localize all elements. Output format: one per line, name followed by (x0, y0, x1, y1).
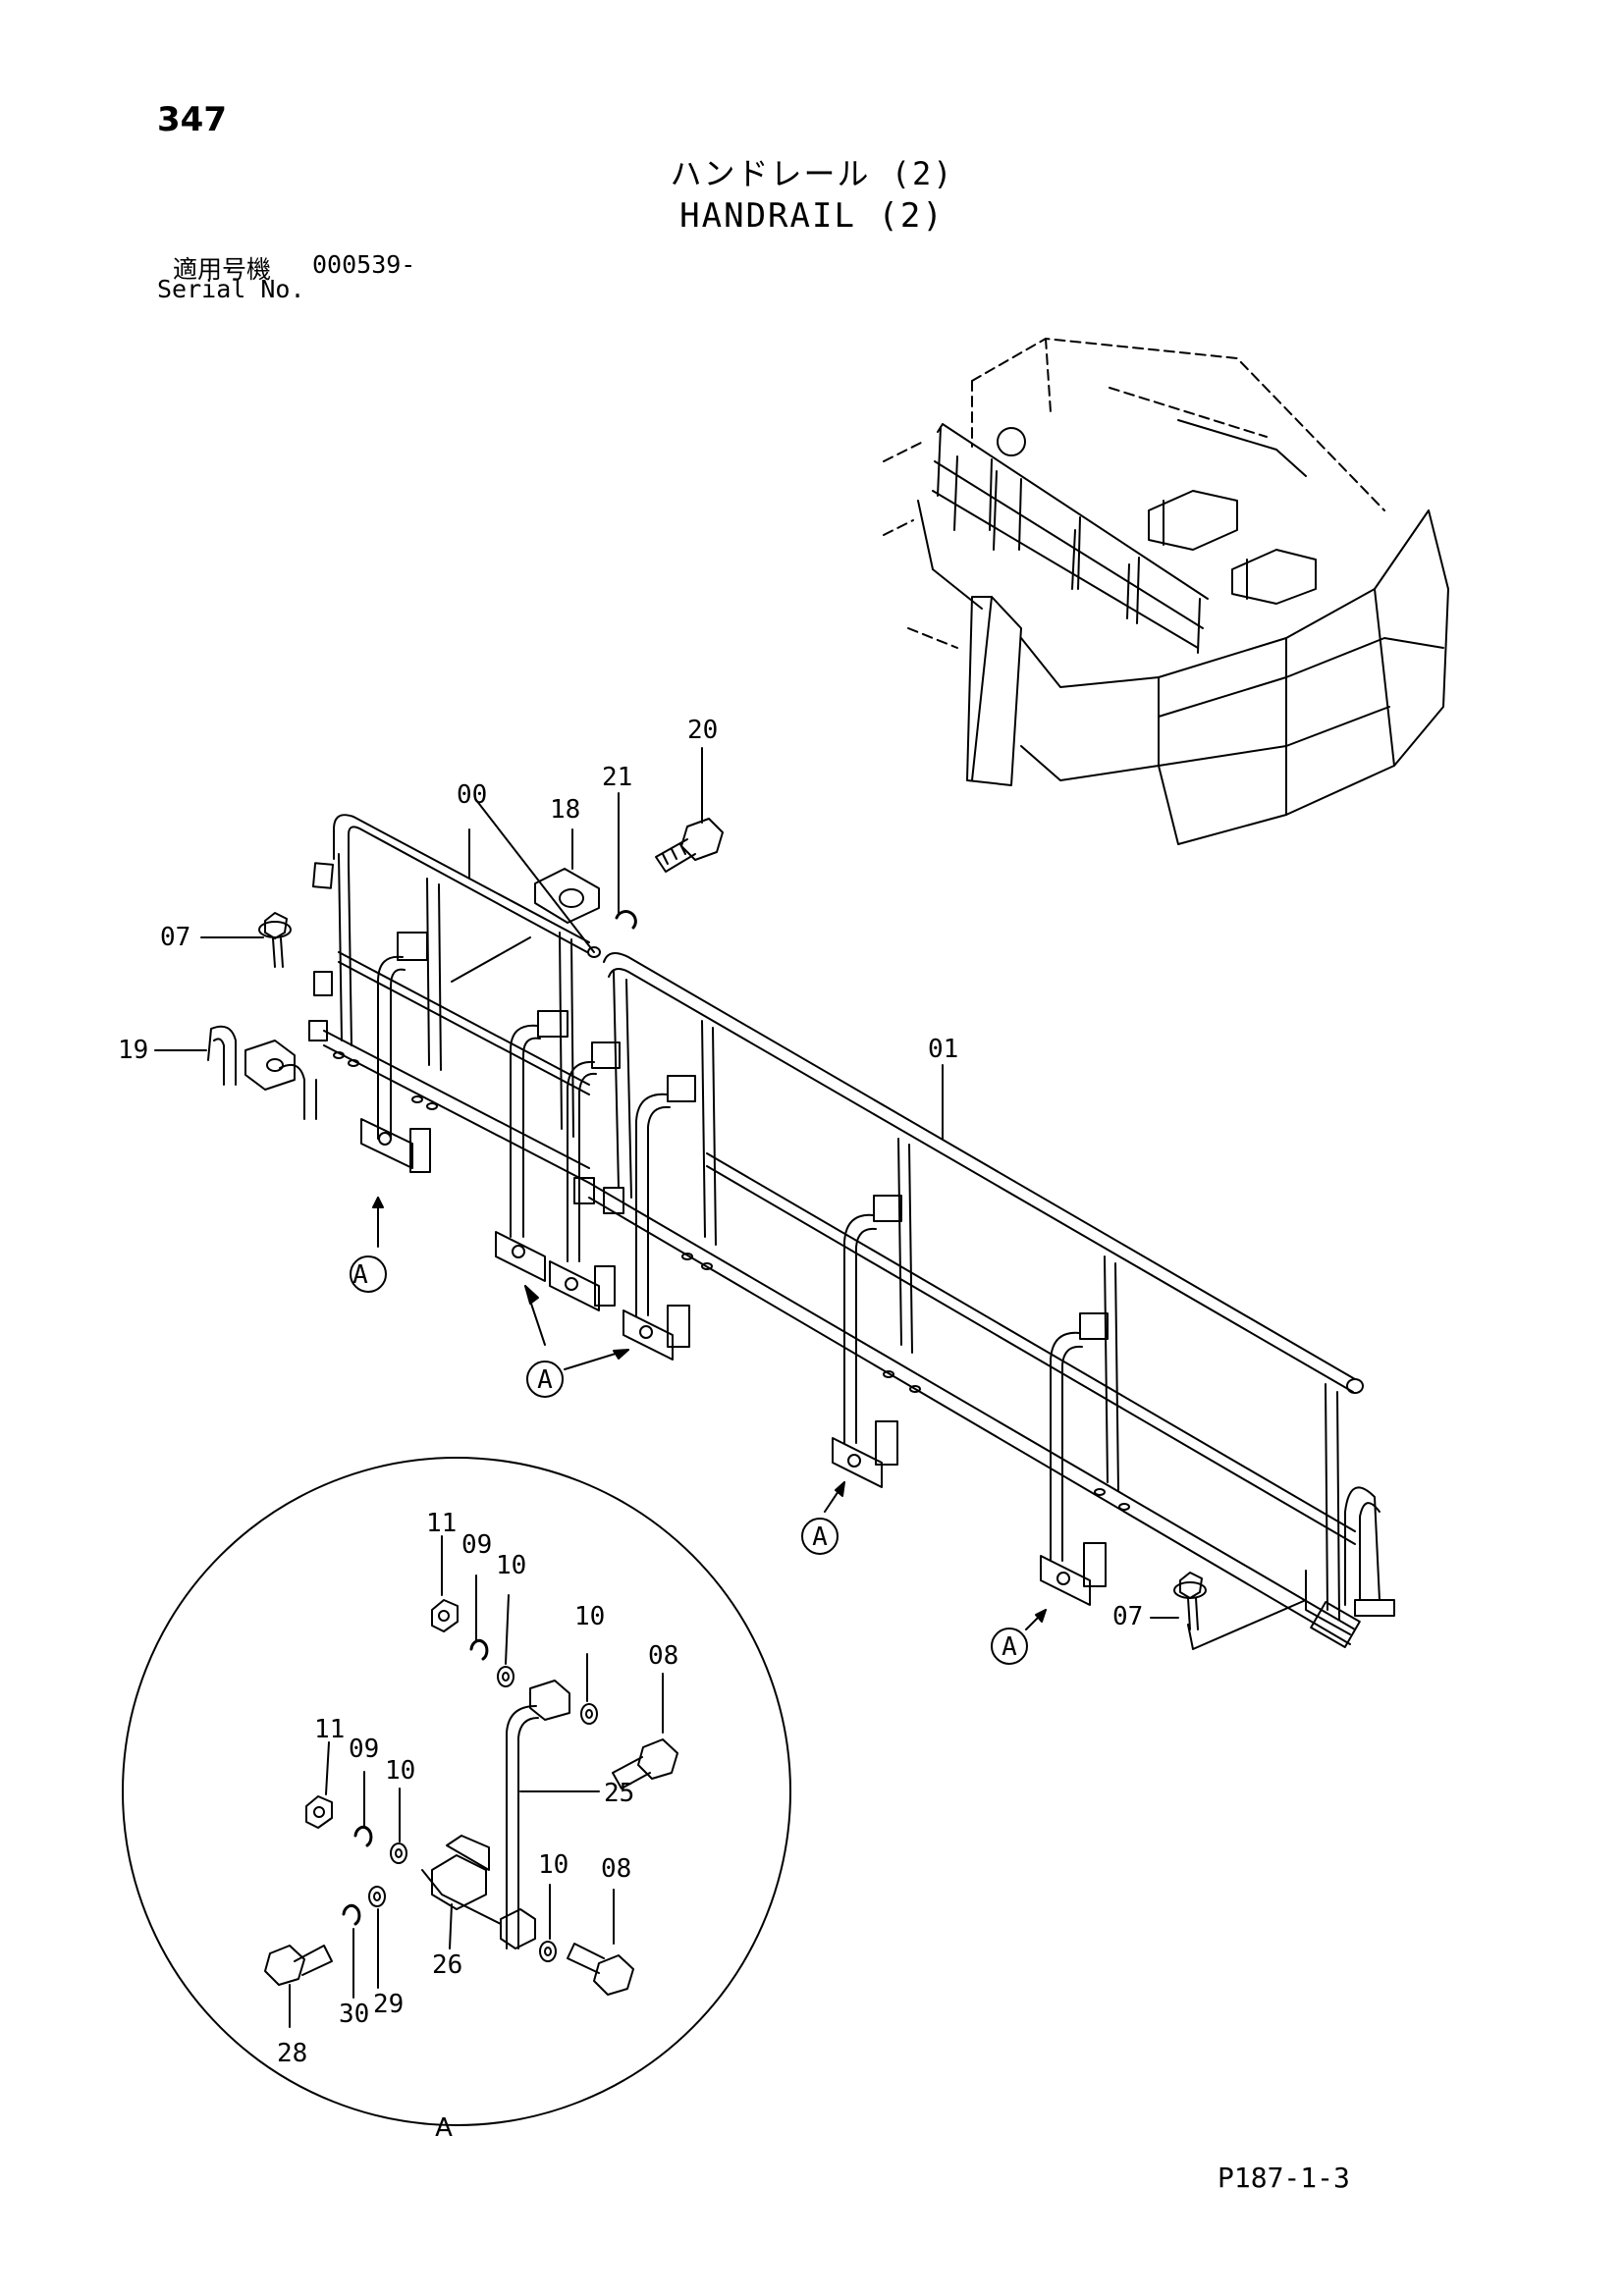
callout-detail-10-c: 10 (385, 1756, 415, 1786)
callout-detail-10-b: 10 (574, 1602, 605, 1631)
bracket-2 (495, 1010, 568, 1282)
callout-01: 01 (928, 1035, 958, 1064)
bracket-4 (623, 1075, 696, 1361)
bracket-6 (1040, 1312, 1109, 1606)
detail-ref-a-3: A (812, 1522, 828, 1552)
bracket-3 (549, 1041, 621, 1311)
flange-bolt-07-lower (1173, 1572, 1207, 1630)
detail-ref-a-4: A (1001, 1632, 1017, 1662)
callout-detail-29: 29 (373, 1990, 404, 2019)
title-english: HANDRAIL (2) (679, 196, 945, 236)
title-japanese: ハンドレール (2) (670, 155, 954, 192)
callout-labels: 00 18 21 20 07 19 01 07 A A A A 11 09 10… (118, 716, 1143, 2143)
serial-number-value: 000539- (312, 250, 416, 279)
detail-view-a (122, 1457, 791, 2126)
bracket-5 (832, 1195, 902, 1488)
callout-21: 21 (602, 763, 632, 792)
callout-detail-11-upper: 11 (426, 1509, 457, 1538)
page-footer-code: P187-1-3 (1218, 2162, 1350, 2194)
callout-detail-30: 30 (339, 2000, 369, 2029)
callout-detail-08-lower: 08 (601, 1854, 631, 1884)
callout-detail-28: 28 (277, 2039, 307, 2068)
bracket-1 (360, 932, 431, 1173)
machine-overview-illustration (883, 338, 1449, 845)
callout-07-upper: 07 (160, 923, 190, 952)
callout-18: 18 (550, 795, 580, 825)
detail-reference-markers (350, 1197, 1047, 1665)
flange-bolt-07-upper (258, 912, 292, 968)
bolt-part-20 (655, 818, 724, 873)
detail-ref-a-2: A (537, 1365, 553, 1395)
callout-20: 20 (687, 716, 718, 745)
callout-detail-09-upper: 09 (461, 1530, 492, 1560)
detail-ref-a-1: A (352, 1260, 368, 1290)
callout-detail-10-a: 10 (496, 1551, 526, 1580)
clamp-part-18 (534, 868, 600, 924)
page-number: 347 (157, 100, 227, 139)
serial-label-japanese: 適用号機 (173, 255, 272, 284)
callout-detail-08-upper: 08 (648, 1641, 678, 1671)
callout-detail-11-lower: 11 (314, 1715, 345, 1744)
callout-00: 00 (457, 780, 487, 810)
callout-detail-25: 25 (604, 1779, 634, 1808)
u-bolt-part-19 (207, 1025, 317, 1120)
handrail-assembly (154, 747, 1395, 1650)
serial-label-english: Serial No. (157, 275, 305, 303)
callout-detail-10-d: 10 (538, 1850, 568, 1880)
callout-19: 19 (118, 1036, 148, 1065)
spring-washer-21 (615, 910, 637, 930)
callout-detail-09-lower: 09 (349, 1735, 379, 1764)
callout-detail-26: 26 (432, 1950, 462, 1980)
callout-07-lower: 07 (1112, 1602, 1143, 1631)
detail-circle-label-a: A (435, 2113, 453, 2143)
